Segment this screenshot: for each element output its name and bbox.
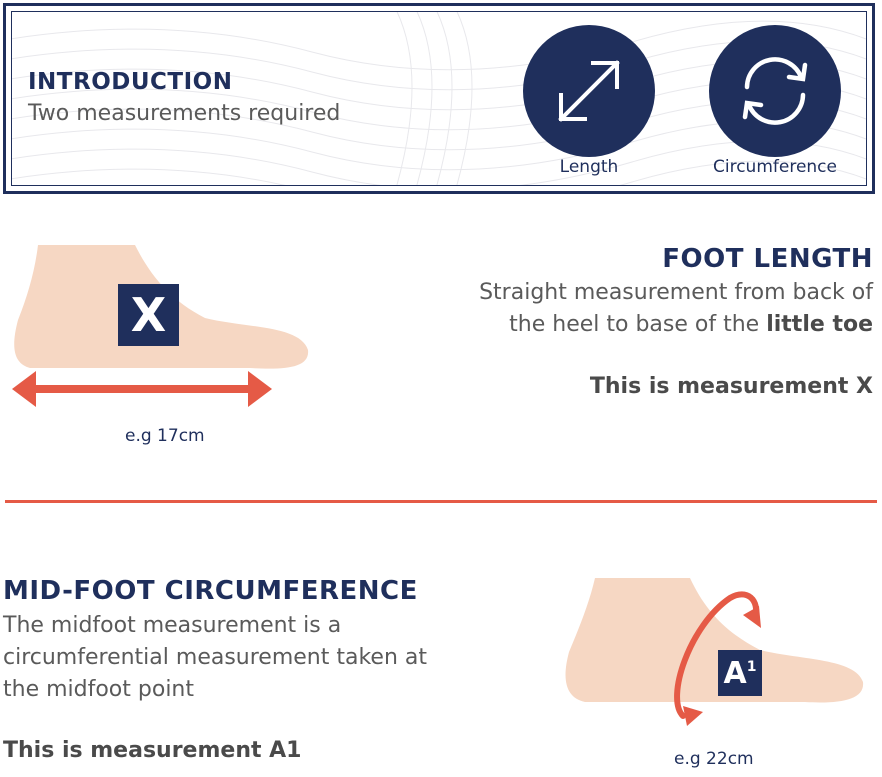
section-divider: [5, 500, 877, 503]
circumference-label: Circumference: [713, 157, 837, 177]
length-label: Length: [559, 157, 619, 177]
foot-length-title: FOOT LENGTH: [662, 244, 873, 274]
midfoot-line-3: the midfoot point: [3, 677, 194, 702]
circumference-cycle-icon: [709, 25, 841, 157]
badge-letter: A: [723, 655, 747, 691]
foot-length-line-2: the heel to base of the little toe: [509, 312, 873, 337]
length-example-caption: e.g 17cm: [125, 426, 205, 446]
measurement-x-badge: X: [118, 284, 179, 346]
intro-title: INTRODUCTION: [28, 69, 233, 95]
intro-subtitle: Two measurements required: [28, 101, 341, 126]
intro-panel-inner: INTRODUCTION Two measurements required L…: [11, 11, 867, 186]
badge-superscript: 1: [746, 659, 757, 675]
measurement-x-note: This is measurement X: [589, 374, 873, 399]
circumference-example-caption: e.g 22cm: [674, 749, 754, 769]
length-arrows-icon: [523, 25, 655, 157]
midfoot-line-2: circumferential measurement taken at: [3, 645, 428, 670]
midfoot-line-1: The midfoot measurement is a: [3, 613, 342, 638]
foot-length-line-1: Straight measurement from back of: [479, 280, 873, 305]
midfoot-description: The midfoot measurement is a circumferen…: [3, 610, 427, 706]
foot-circumference-illustration: [565, 578, 864, 726]
midfoot-title: MID-FOOT CIRCUMFERENCE: [3, 576, 418, 606]
foot-length-description: Straight measurement from back of the he…: [479, 277, 873, 341]
intro-panel: INTRODUCTION Two measurements required L…: [3, 3, 875, 194]
measurement-a1-note: This is measurement A1: [3, 738, 302, 763]
